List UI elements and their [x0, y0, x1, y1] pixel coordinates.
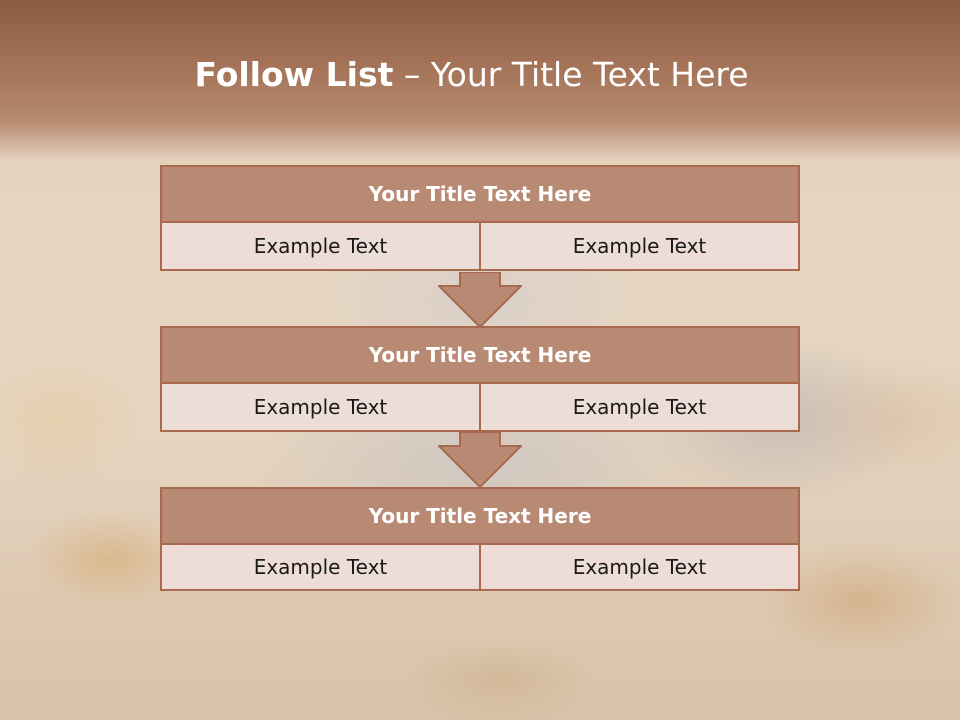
slide-title-bold: Follow List	[194, 55, 394, 94]
slide-title: Follow List – Your Title Text Here	[0, 52, 943, 98]
list-block-3: Your Title Text Here Example Text Exampl…	[160, 487, 800, 593]
list-block-1: Your Title Text Here Example Text Exampl…	[160, 165, 800, 271]
block-cell-right: Example Text	[481, 543, 800, 591]
block-row: Example Text Example Text	[160, 382, 800, 432]
down-arrow-icon	[438, 272, 522, 328]
title-band	[0, 0, 960, 160]
block-cell-left: Example Text	[160, 543, 481, 591]
block-title: Your Title Text Here	[160, 165, 800, 223]
down-arrow-icon	[438, 432, 522, 488]
block-row: Example Text Example Text	[160, 543, 800, 591]
block-row: Example Text Example Text	[160, 221, 800, 271]
block-cell-left: Example Text	[160, 382, 481, 432]
block-cell-right: Example Text	[481, 221, 800, 271]
block-cell-left: Example Text	[160, 221, 481, 271]
block-title: Your Title Text Here	[160, 487, 800, 545]
slide-title-rest: – Your Title Text Here	[393, 55, 749, 94]
block-cell-right: Example Text	[481, 382, 800, 432]
block-title: Your Title Text Here	[160, 326, 800, 384]
list-block-2: Your Title Text Here Example Text Exampl…	[160, 326, 800, 432]
